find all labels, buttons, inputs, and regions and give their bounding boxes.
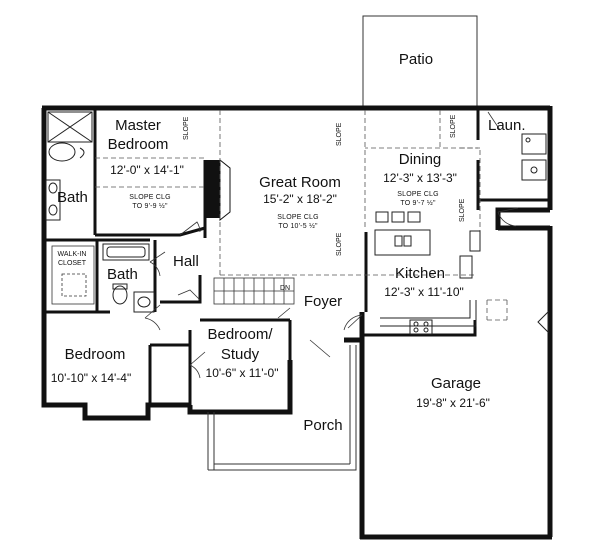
great-room-label: Great Room (259, 174, 341, 191)
master-slope-note-1: SLOPE CLG (129, 194, 171, 201)
foyer-label: Foyer (303, 293, 343, 310)
study-dims: 10'-6" x 11'-0" (205, 366, 279, 380)
patio-outline (362, 15, 478, 108)
kitchen-label: Kitchen (394, 265, 446, 282)
garage-arrow (537, 310, 549, 334)
closet-label-2: CLOSET (57, 260, 87, 267)
great-room-slope-mark-top: SLOPE (336, 122, 343, 146)
kitchen-dims: 12'-3" x 11'-10" (384, 285, 464, 299)
garage-label: Garage (430, 375, 482, 392)
master-bath-label: Bath (57, 189, 88, 206)
garage-dims: 19'-8" x 21'-6" (416, 396, 490, 410)
bath2-label: Bath (107, 266, 138, 283)
dining-slope-note-2: TO 9'-7 ½" (400, 200, 436, 207)
door-swings (144, 111, 519, 379)
dining-slope-note-1: SLOPE CLG (397, 191, 439, 198)
ceiling-lines (95, 110, 508, 321)
kitchen-fixtures (374, 229, 481, 335)
bath2-fixtures (102, 243, 155, 313)
master-slope-note-2: TO 9'-9 ½" (132, 203, 168, 210)
porch-label: Porch (303, 417, 343, 434)
laundry-fixtures (521, 133, 547, 181)
great-room-slope-note-1: SLOPE CLG (277, 214, 319, 221)
bedroom-label: Bedroom (64, 346, 126, 363)
fireplace (206, 160, 220, 218)
closet-label-1: WALK-IN (57, 251, 87, 258)
stairs (213, 277, 295, 305)
study-label-2: Study (220, 346, 260, 363)
fireplace-hearth (219, 158, 231, 222)
hall-label: Hall (173, 253, 199, 270)
master-bedroom-dims: 12'-0" x 14'-1" (110, 163, 184, 177)
study-label-1: Bedroom/ (207, 326, 273, 343)
stairs-down-label: DN (280, 285, 291, 292)
dining-dims: 12'-3" x 13'-3" (383, 171, 457, 185)
great-room-slope-note-2: TO 10'-5 ½" (278, 223, 318, 230)
closet-details (51, 245, 95, 305)
dining-slope-mark-top: SLOPE (450, 114, 457, 138)
laundry-label: Laun. (488, 117, 526, 134)
master-bedroom-label-1: Master (115, 117, 161, 134)
bedroom-dims: 10'-10" x 14'-4" (50, 371, 132, 385)
dining-chairs (375, 211, 421, 223)
great-room-slope-mark-bottom: SLOPE (336, 232, 343, 256)
dining-slope-mark-right: SLOPE (459, 198, 466, 222)
master-bedroom-label-2: Bedroom (107, 136, 169, 153)
great-room-dims: 15'-2" x 18'-2" (263, 192, 337, 206)
master-slope-mark: SLOPE (183, 116, 190, 140)
patio-label: Patio (398, 51, 434, 68)
master-bath-fixtures (45, 111, 93, 221)
dining-label: Dining (398, 151, 442, 168)
interior-walls (44, 110, 550, 405)
porch-outline (207, 345, 357, 471)
